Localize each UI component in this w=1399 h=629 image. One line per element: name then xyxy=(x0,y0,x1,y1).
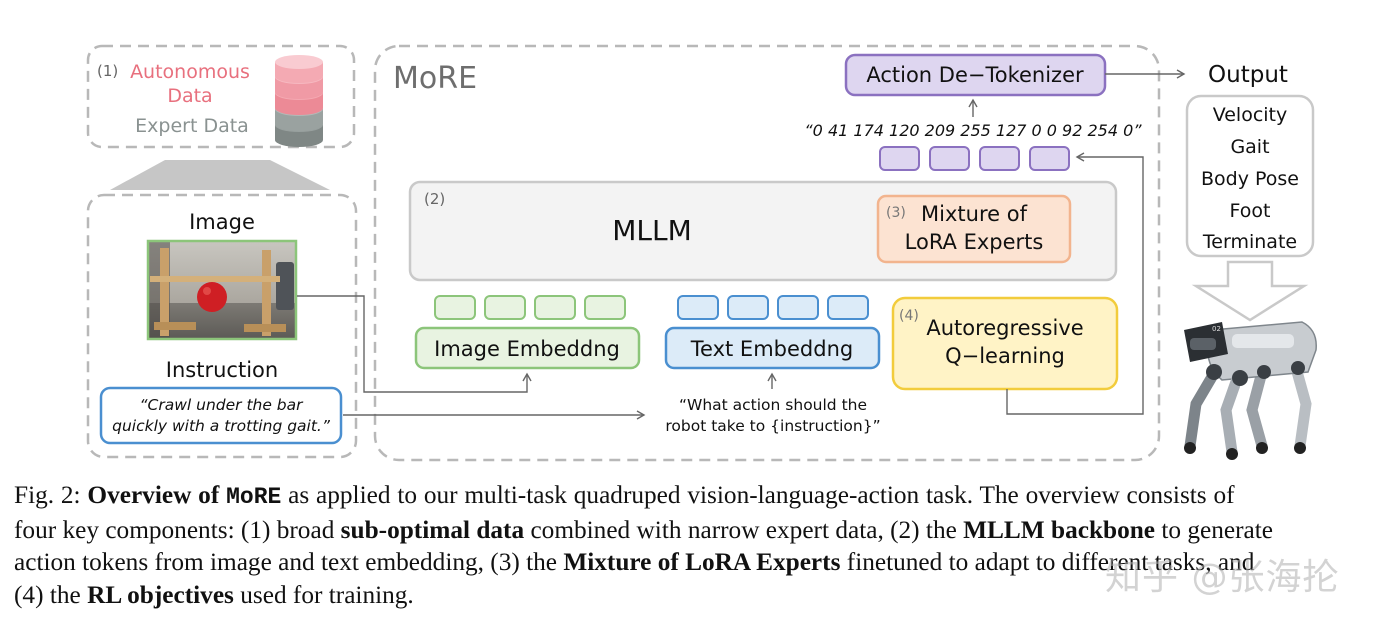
text-embedding-box xyxy=(664,326,881,370)
output-token xyxy=(1029,146,1070,171)
output-item: Terminate xyxy=(1202,231,1297,253)
caption-fig-label: Fig. 2: xyxy=(14,481,81,509)
caption-bold-backbone: MLLM backbone xyxy=(963,515,1156,544)
caption-segment: as applied to our multi-task quadruped v… xyxy=(288,481,1235,509)
watermark: 知乎 @张海抡 xyxy=(1105,557,1340,598)
input-panel: Image Instruction “Crawl under the bar q… xyxy=(86,193,358,459)
text-tokens xyxy=(677,295,869,320)
scene-photo xyxy=(146,239,298,341)
image-tokens xyxy=(434,295,626,320)
autonomous-data-label-line2: Data xyxy=(167,85,212,107)
autonomous-data-label-line1: Autonomous xyxy=(130,61,250,83)
token-string: “0 41 174 120 209 255 127 0 0 92 254 0” xyxy=(804,121,1142,140)
text-token xyxy=(677,295,719,320)
caption-line: action tokens from image and text embedd… xyxy=(14,546,1394,579)
text-embedding-label: Text Embeddng xyxy=(690,337,853,361)
caption-segment: four key components: (1) broad xyxy=(14,515,335,544)
lora-experts-line1: Mixture of xyxy=(921,202,1028,226)
caption-line: (4) the RL objectives used for training. xyxy=(14,579,1394,612)
text-token xyxy=(777,295,819,320)
rl-objective-box xyxy=(891,296,1119,391)
caption-segment: combined with narrow expert data, (2) th… xyxy=(530,515,957,544)
prompt-text-line1: “What action should the xyxy=(679,396,867,414)
caption-segment: action tokens from image and text embedd… xyxy=(14,548,558,576)
down-arrow-icon xyxy=(1191,260,1309,322)
figure-caption: Fig. 2: Overview of MoRE as applied to o… xyxy=(14,479,1394,611)
caption-segment: used for training. xyxy=(240,580,414,609)
image-label: Image xyxy=(189,210,255,234)
image-to-embedding-arrow xyxy=(297,295,532,393)
output-item: Body Pose xyxy=(1201,168,1299,190)
detokenizer-box xyxy=(844,53,1107,97)
caption-bold-data: sub-optimal data xyxy=(340,515,525,544)
lora-experts-box xyxy=(876,194,1072,264)
instruction-label: Instruction xyxy=(166,358,278,382)
image-embedding-label: Image Embeddng xyxy=(434,337,620,361)
text-token xyxy=(727,295,769,320)
source-data-index: (1) xyxy=(97,62,118,80)
output-tokens xyxy=(879,146,1070,171)
lora-experts-line2: LoRA Experts xyxy=(905,230,1044,254)
output-item: Gait xyxy=(1230,136,1269,158)
caption-segment: (4) the xyxy=(14,580,81,609)
caption-bold-rl: RL objectives xyxy=(87,580,234,609)
output-item: Velocity xyxy=(1213,104,1288,126)
detokenizer-label: Action De−Tokenizer xyxy=(866,63,1084,87)
caption-segment: finetuned to adapt to different tasks, a… xyxy=(846,548,1255,576)
expert-data-label: Expert Data xyxy=(135,115,249,137)
image-token xyxy=(584,295,626,320)
instruction-box xyxy=(99,386,343,445)
more-container: MoRE xyxy=(373,44,1161,462)
method-overview-diagram: (1) Autonomous Data Expert Data Image xyxy=(86,44,1317,462)
rl-feedback-arrow xyxy=(1006,152,1144,415)
output-title: Output xyxy=(1208,62,1288,88)
output-token xyxy=(879,146,920,171)
rl-objective-line1: Autoregressive xyxy=(926,316,1083,340)
caption-line: four key components: (1) broad sub-optim… xyxy=(14,514,1394,547)
instruction-text-line1: “Crawl under the bar xyxy=(139,396,304,414)
caption-method-name: MoRE xyxy=(226,484,282,510)
text-token xyxy=(827,295,869,320)
output-token xyxy=(929,146,970,171)
more-title: MoRE xyxy=(393,61,477,96)
funnel-trapezoid xyxy=(110,160,330,190)
mllm-label: MLLM xyxy=(612,214,692,247)
caption-segment: to generate xyxy=(1161,515,1274,544)
output-token xyxy=(979,146,1020,171)
image-token xyxy=(534,295,576,320)
image-embedding-box xyxy=(414,326,641,370)
database-stack-icon xyxy=(275,55,323,147)
rl-objective-index: (4) xyxy=(899,308,919,324)
image-token xyxy=(484,295,526,320)
output-item: Foot xyxy=(1230,200,1271,222)
image-token xyxy=(434,295,476,320)
robot-dog-image: 02 xyxy=(1184,321,1317,460)
arrows xyxy=(297,69,1186,420)
caption-bold-overview: Overview of xyxy=(87,481,220,509)
mllm-index: (2) xyxy=(424,190,445,208)
prompt-text-line2: robot take to {instruction}” xyxy=(665,417,880,435)
caption-line: Fig. 2: Overview of MoRE as applied to o… xyxy=(14,479,1394,514)
svg-text:02: 02 xyxy=(1212,325,1221,333)
output-list-box xyxy=(1185,94,1315,258)
source-data-box: (1) Autonomous Data Expert Data xyxy=(86,44,356,149)
caption-bold-lora: Mixture of LoRA Experts xyxy=(563,548,841,576)
instruction-text-line2: quickly with a trotting gait.” xyxy=(112,417,331,435)
rl-objective-line2: Q−learning xyxy=(945,344,1065,368)
lora-experts-index: (3) xyxy=(886,205,906,221)
